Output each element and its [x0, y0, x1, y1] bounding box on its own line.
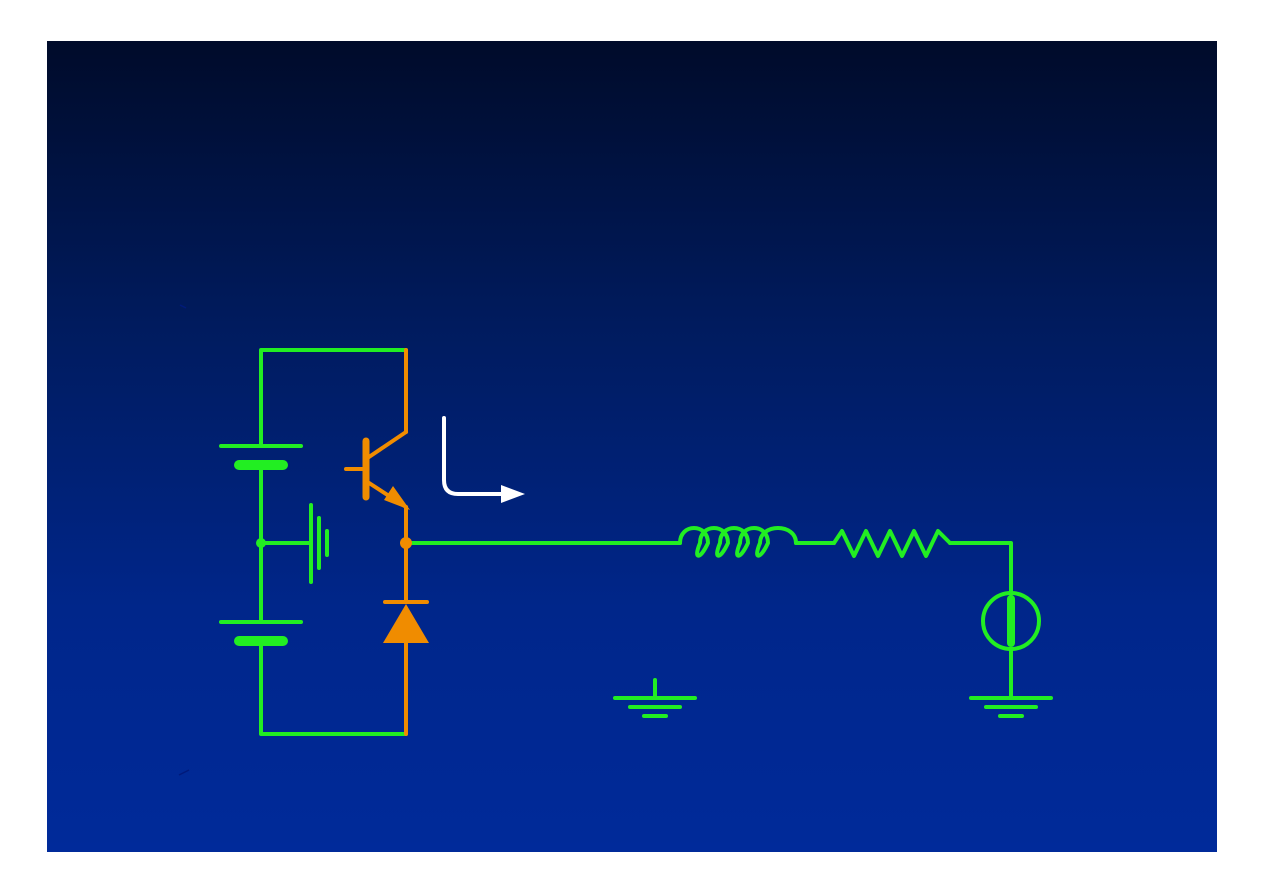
freewheel-diode [383, 600, 429, 643]
slide-artifact-bottom [178, 769, 190, 776]
green-circuit [219, 348, 1053, 736]
orange-switch-devices [344, 348, 429, 736]
circuit-diagram [178, 304, 1053, 776]
slide-artifact-top [179, 304, 187, 309]
current-source [981, 591, 1041, 651]
midpoint-node [256, 538, 266, 548]
ground-center-symbol [613, 678, 697, 718]
midpoint-ground-symbol [259, 503, 329, 584]
battery-lower [219, 620, 303, 646]
top-wire [259, 348, 408, 448]
slide-background [47, 41, 1217, 852]
battery-upper [219, 444, 303, 470]
ground-right-symbol [969, 696, 1053, 718]
bottom-wire [259, 639, 408, 736]
resistor-to-source-wire [948, 541, 1013, 596]
resistor [832, 529, 952, 558]
current-arrow [442, 416, 525, 503]
output-node [400, 537, 412, 549]
npn-transistor [344, 430, 410, 510]
inductor [678, 526, 798, 558]
